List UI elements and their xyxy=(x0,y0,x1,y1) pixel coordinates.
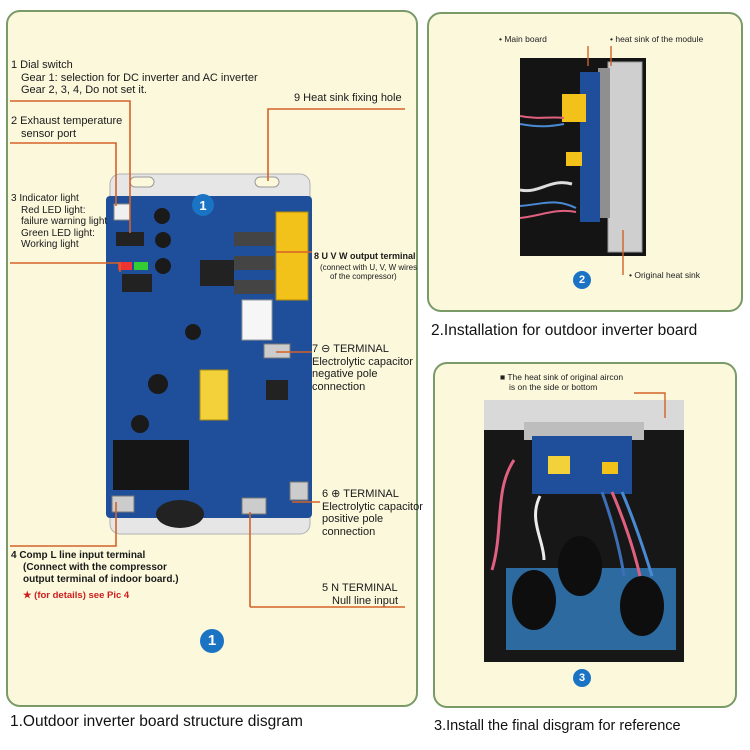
indicator-red: Red LED light: xyxy=(21,204,86,216)
relay xyxy=(113,440,189,490)
label-heat-sink-module: • heat sink of the module xyxy=(610,34,704,44)
capacitor xyxy=(154,208,170,224)
annotation-plus-terminal: 6 ⊕ TERMINAL Electrolytic capacitor posi… xyxy=(322,488,423,538)
capacitor xyxy=(155,258,171,274)
yellow-connector xyxy=(562,94,586,122)
n-terminal-sub: Null line input xyxy=(332,594,399,607)
uvw-sub2: of the compressor) xyxy=(330,272,397,281)
capacitor xyxy=(620,576,664,636)
dial-switch xyxy=(116,232,144,246)
comp-l-title: 4 Comp L line input terminal xyxy=(11,550,146,561)
original-heat-sink xyxy=(524,422,644,440)
red-led xyxy=(118,262,132,270)
module-heat-sink xyxy=(598,68,610,218)
caption-1: 1.Outdoor inverter board structure disgr… xyxy=(10,713,303,730)
comp-l-sub2: output terminal of indoor board.) xyxy=(23,574,179,585)
minus-terminal-sub3: connection xyxy=(312,380,366,393)
label-heat-sink-original-line1: ■ The heat sink of original aircon xyxy=(500,372,624,382)
plus-terminal-sub2: positive pole xyxy=(322,513,384,525)
badge-2: 2 xyxy=(573,271,591,289)
capacitor xyxy=(185,324,201,340)
exhaust-sub: sensor port xyxy=(21,127,77,140)
connector xyxy=(602,462,618,474)
mini-badge xyxy=(192,194,214,216)
dial-switch-gear234: Gear 2, 3, 4, Do not set it. xyxy=(21,84,147,96)
plus-terminal-title: 6 ⊕ TERMINAL xyxy=(322,488,399,500)
leader-lines xyxy=(10,100,405,608)
capacitor xyxy=(512,570,556,630)
final-photo xyxy=(484,400,684,662)
indicator-green: Green LED light: xyxy=(21,227,95,239)
small-component xyxy=(566,152,582,166)
heat-sink-hole xyxy=(254,176,280,188)
installation-photo xyxy=(520,58,646,256)
capacitor xyxy=(155,232,171,248)
indicator-title: 3 Indicator light xyxy=(11,193,79,204)
annotation-comp-l: 4 Comp L line input terminal (Connect wi… xyxy=(11,550,179,602)
minus-terminal-sub1: Electrolytic capacitor xyxy=(312,355,413,368)
dial-switch-title: 1 Dial switch xyxy=(11,59,73,71)
exhaust-title: 2 Exhaust temperature xyxy=(11,115,123,127)
annotation-uvw: 8 U V W output terminal (connect with U,… xyxy=(314,250,417,282)
uvw-pin xyxy=(234,256,274,270)
label-main-board: • Main board xyxy=(499,34,547,44)
caption-2: 2.Installation for outdoor inverter boar… xyxy=(431,322,698,339)
capacitor xyxy=(148,374,168,394)
badge-3: 3 xyxy=(573,669,591,687)
heat-sink-hole-label: 9 Heat sink fixing hole xyxy=(294,92,402,104)
comp-l-sub1: (Connect with the compressor xyxy=(23,562,167,573)
annotation-dial-switch: 1 Dial switch Gear 1: selection for DC i… xyxy=(11,59,258,97)
chip xyxy=(122,274,152,292)
board-base xyxy=(156,500,204,528)
indicator-red-desc: failure warning light xyxy=(21,216,108,227)
plus-terminal xyxy=(289,481,309,501)
comp-l-terminal xyxy=(111,495,135,513)
ceramic-part xyxy=(241,299,273,341)
capacitor xyxy=(558,536,602,596)
annotation-indicator: 3 Indicator light Red LED light: failure… xyxy=(11,193,107,251)
details-note: ★ (for details) see Pic 4 xyxy=(23,590,130,601)
label-original-heat-sink: • Original heat sink xyxy=(629,270,701,280)
caption-3: 3.Install the final disgram for referenc… xyxy=(434,718,681,734)
plus-terminal-sub3: connection xyxy=(322,525,376,538)
dial-switch-gear1: Gear 1: selection for DC inverter and AC… xyxy=(21,71,258,84)
minus-terminal-title: 7 ⊖ TERMINAL xyxy=(312,343,389,355)
pcb-board xyxy=(106,196,312,518)
capacitor xyxy=(131,415,149,433)
chip xyxy=(266,380,288,400)
badge-1: 1 xyxy=(200,629,224,653)
minus-terminal-sub2: negative pole xyxy=(312,368,378,380)
final-illustration xyxy=(484,400,684,662)
label-heat-sink-original-line2: is on the side or bottom xyxy=(509,382,598,392)
annotation-minus-terminal: 7 ⊖ TERMINAL Electrolytic capacitor nega… xyxy=(312,343,413,393)
label-heat-sink-original: ■ The heat sink of original aircon is on… xyxy=(500,372,623,392)
uvw-sub1: (connect with U, V, W wires xyxy=(320,262,418,272)
green-led xyxy=(134,262,148,270)
uvw-title: 8 U V W output terminal xyxy=(314,251,416,261)
transformer xyxy=(548,456,570,474)
minus-terminal xyxy=(263,343,291,359)
indicator-green-desc: Working light xyxy=(21,239,79,250)
annotation-heat-sink-hole: 9 Heat sink fixing hole xyxy=(294,92,402,105)
uvw-pin xyxy=(234,280,274,294)
uvw-pin xyxy=(234,232,274,246)
annotation-exhaust: 2 Exhaust temperature sensor port xyxy=(11,115,122,140)
n-terminal xyxy=(241,497,267,515)
chip xyxy=(200,260,234,286)
transformer xyxy=(199,369,229,421)
plus-terminal-sub1: Electrolytic capacitor xyxy=(322,500,423,513)
annotation-n-terminal: 5 N TERMINAL Null line input xyxy=(322,582,398,607)
n-terminal-title: 5 N TERMINAL xyxy=(322,582,398,594)
installation-illustration xyxy=(520,58,646,256)
uvw-connector xyxy=(275,211,309,301)
svg-text:1: 1 xyxy=(199,198,206,213)
